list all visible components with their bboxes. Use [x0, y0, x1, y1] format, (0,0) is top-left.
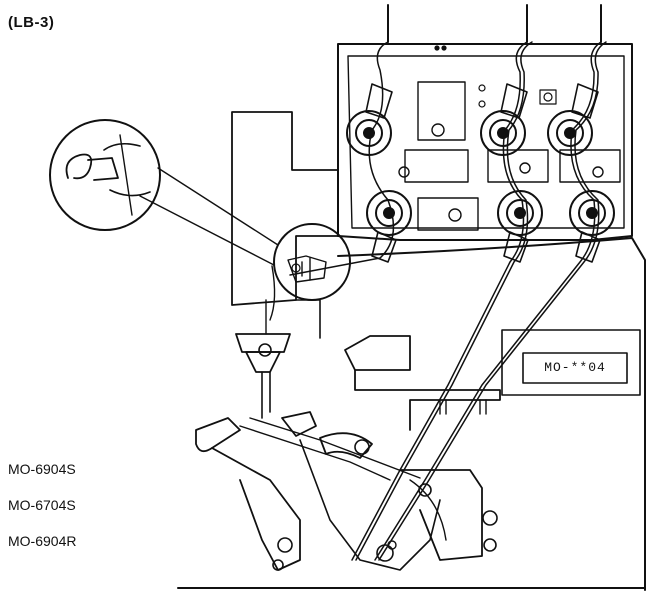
needle-bar-bracket: [231, 111, 339, 306]
detail-inset: [49, 119, 161, 231]
needle-clamp: [235, 299, 291, 419]
model-name-3: MO-6904R: [8, 533, 77, 549]
model-name-2: MO-6704S: [8, 497, 76, 513]
top-threads: [387, 4, 602, 43]
model-name-1: MO-6904S: [8, 461, 76, 477]
model-plate-label: MO-**04: [544, 360, 606, 375]
model-plate: [522, 352, 628, 384]
figure-label: (LB-3): [8, 14, 55, 31]
magnifier: [269, 223, 351, 321]
thread-paths: [289, 41, 633, 561]
looper-mechanism: [195, 411, 498, 571]
